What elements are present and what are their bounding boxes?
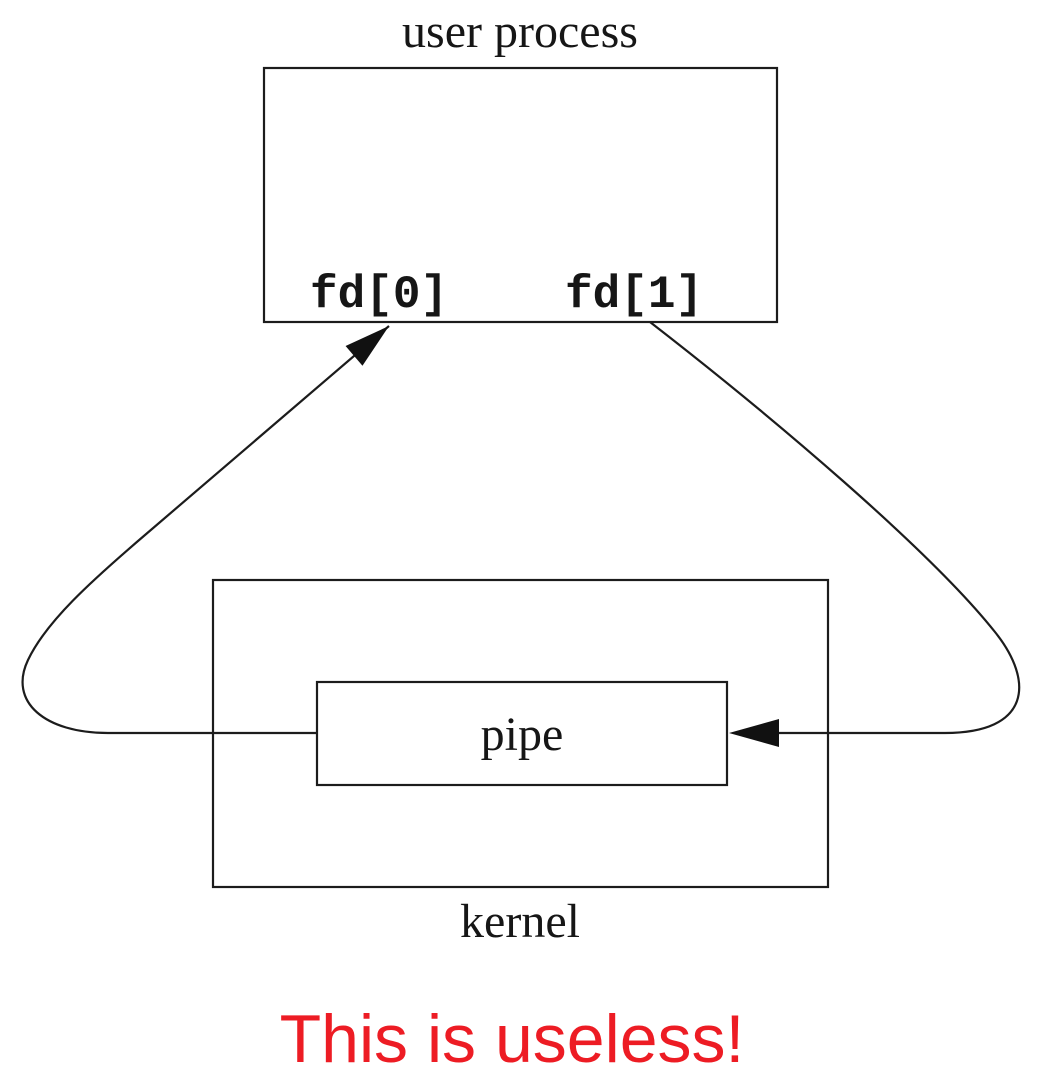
fd1-label: fd[1] <box>565 269 703 321</box>
caption-text: This is useless! <box>280 1001 745 1077</box>
pipe-box <box>315 680 729 787</box>
pipe-label: pipe <box>481 708 564 761</box>
fd0-arrowhead-icon <box>345 326 389 366</box>
fd0-label: fd[0] <box>310 269 448 321</box>
user-process-title: user process <box>402 5 638 58</box>
pipe-to-fd0-arrow-line <box>21 325 390 735</box>
fd1-to-pipe-arrow-line <box>649 321 1021 735</box>
user-process-box <box>262 66 779 324</box>
pipe-arrowhead-icon <box>729 719 779 747</box>
kernel-label: kernel <box>460 895 580 948</box>
